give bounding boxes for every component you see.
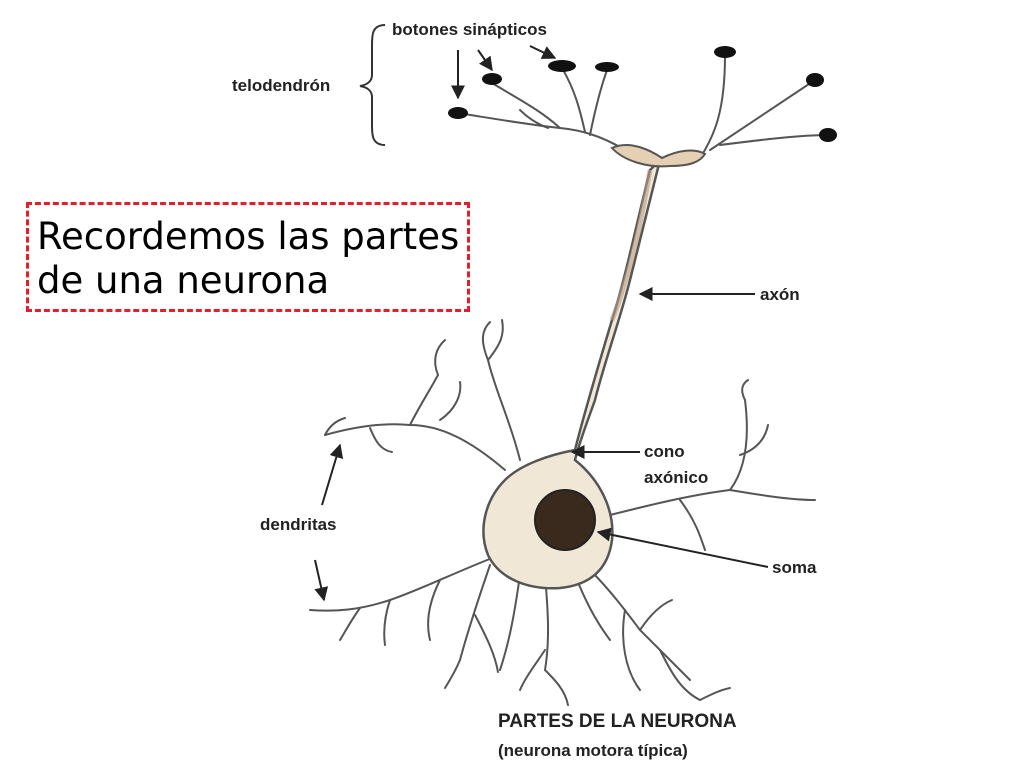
callout-line-1: Recordemos las partes <box>37 215 460 258</box>
nucleus <box>534 489 596 551</box>
diagram-title: PARTES DE LA NEURONA <box>498 711 737 732</box>
label-telodendron: telodendrón <box>232 76 330 95</box>
pointer-arrows <box>314 45 769 602</box>
label-botones: botones sinápticos <box>392 20 547 39</box>
telodendron-brace <box>359 24 386 146</box>
label-axon: axón <box>760 285 800 304</box>
synaptic-boutons <box>448 46 837 142</box>
label-cono-2: axónico <box>644 468 708 487</box>
diagram-subtitle: (neurona motora típica) <box>498 741 688 760</box>
neuron-body <box>482 144 707 590</box>
callout-line-2: de una neurona <box>37 259 330 302</box>
telodendron-branches <box>457 54 829 159</box>
label-soma: soma <box>772 558 817 577</box>
dendrites <box>309 319 816 706</box>
label-cono-1: cono <box>644 442 685 461</box>
label-dendritas: dendritas <box>260 515 337 534</box>
labels: botones sinápticos telodendrón axón cono… <box>232 20 817 760</box>
intro-callout: Recordemos las partes de una neurona <box>26 202 470 312</box>
